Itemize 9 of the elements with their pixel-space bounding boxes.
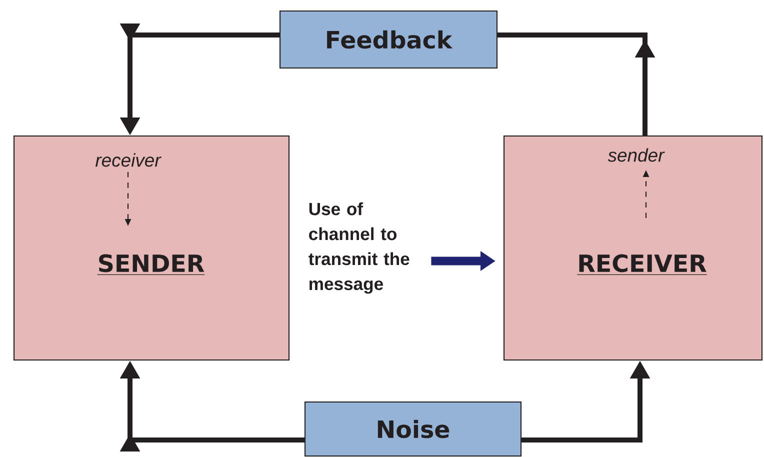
node-label: RECEIVER (579, 254, 706, 272)
process-box: Noise (304, 401, 522, 457)
node-label: SENDER (99, 254, 204, 272)
node-label: sender (608, 148, 665, 162)
process-box: Feedback (279, 10, 498, 69)
message-text: Use of channel to transmit the message (308, 202, 410, 294)
process-box: receiver SENDER (13, 135, 290, 361)
process-box: sender RECEIVER (503, 135, 763, 361)
node-label: receiver (96, 153, 162, 167)
